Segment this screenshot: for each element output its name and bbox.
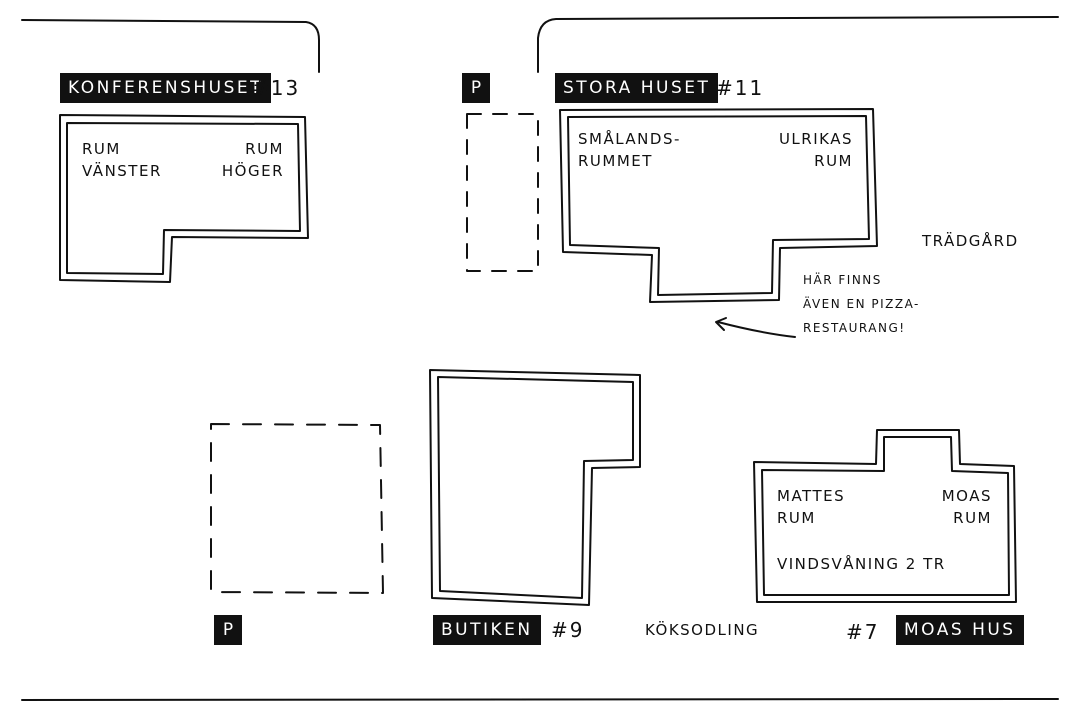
parking-label-top: P: [462, 73, 490, 103]
parking-label-bottom: P: [214, 615, 242, 645]
note-line3: RESTAURANG!: [803, 321, 906, 335]
moas-hus-room-left-line1: MATTES: [777, 487, 846, 505]
konferenshuset-name: KONFERENSHUSET: [60, 73, 272, 103]
moas-hus-attic-label: VINDSVÅNING 2 TR: [777, 555, 946, 573]
stora-huset-outline: [559, 108, 878, 303]
moas-hus-number: #7: [846, 620, 880, 644]
butiken-number: #9: [551, 618, 585, 642]
garden-label: TRÄDGÅRD: [922, 232, 1019, 250]
konferenshuset-room-right-line2: HÖGER: [221, 162, 284, 180]
konferenshuset-number: #13: [252, 76, 301, 100]
konferenshuset-room-left-line2: VÄNSTER: [82, 162, 162, 180]
moas-hus-room-right-line2: RUM: [953, 509, 992, 527]
butiken-name: BUTIKEN: [433, 615, 541, 645]
stora-huset-number: #11: [716, 76, 765, 100]
konferenshuset-room-left-line1: RUM: [82, 140, 121, 158]
konferenshuset-outline: [59, 114, 309, 283]
note-line1: HÄR FINNS: [803, 273, 882, 287]
bottom-boundary: [21, 698, 1059, 701]
parking-area-bottom: [210, 423, 384, 594]
stora-huset-room-right-line1: ULRIKAS: [778, 130, 853, 148]
moas-hus-room-right-line1: MOAS: [941, 487, 992, 505]
parking-area-top: [466, 113, 539, 272]
top-boundary-right: [537, 16, 1059, 73]
moas-hus-room-left-line2: RUM: [777, 509, 816, 527]
konferenshuset-room-right-line1: RUM: [245, 140, 284, 158]
stora-huset-room-left-line2: RUMMET: [578, 152, 653, 170]
stora-huset-name: STORA HUSET: [555, 73, 719, 103]
kitchen-garden-label: KÖKSODLING: [645, 621, 760, 639]
moas-hus-outline: [753, 429, 1017, 603]
butiken-outline: [429, 369, 641, 606]
moas-hus-name: MOAS HUS: [896, 615, 1024, 645]
stora-huset-room-left-line1: SMÅLANDS-: [578, 130, 681, 148]
note-arrow-icon: [715, 317, 796, 338]
note-line2: ÄVEN EN PIZZA-: [803, 297, 920, 311]
top-boundary-left: [21, 19, 320, 73]
stora-huset-room-right-line2: RUM: [814, 152, 853, 170]
